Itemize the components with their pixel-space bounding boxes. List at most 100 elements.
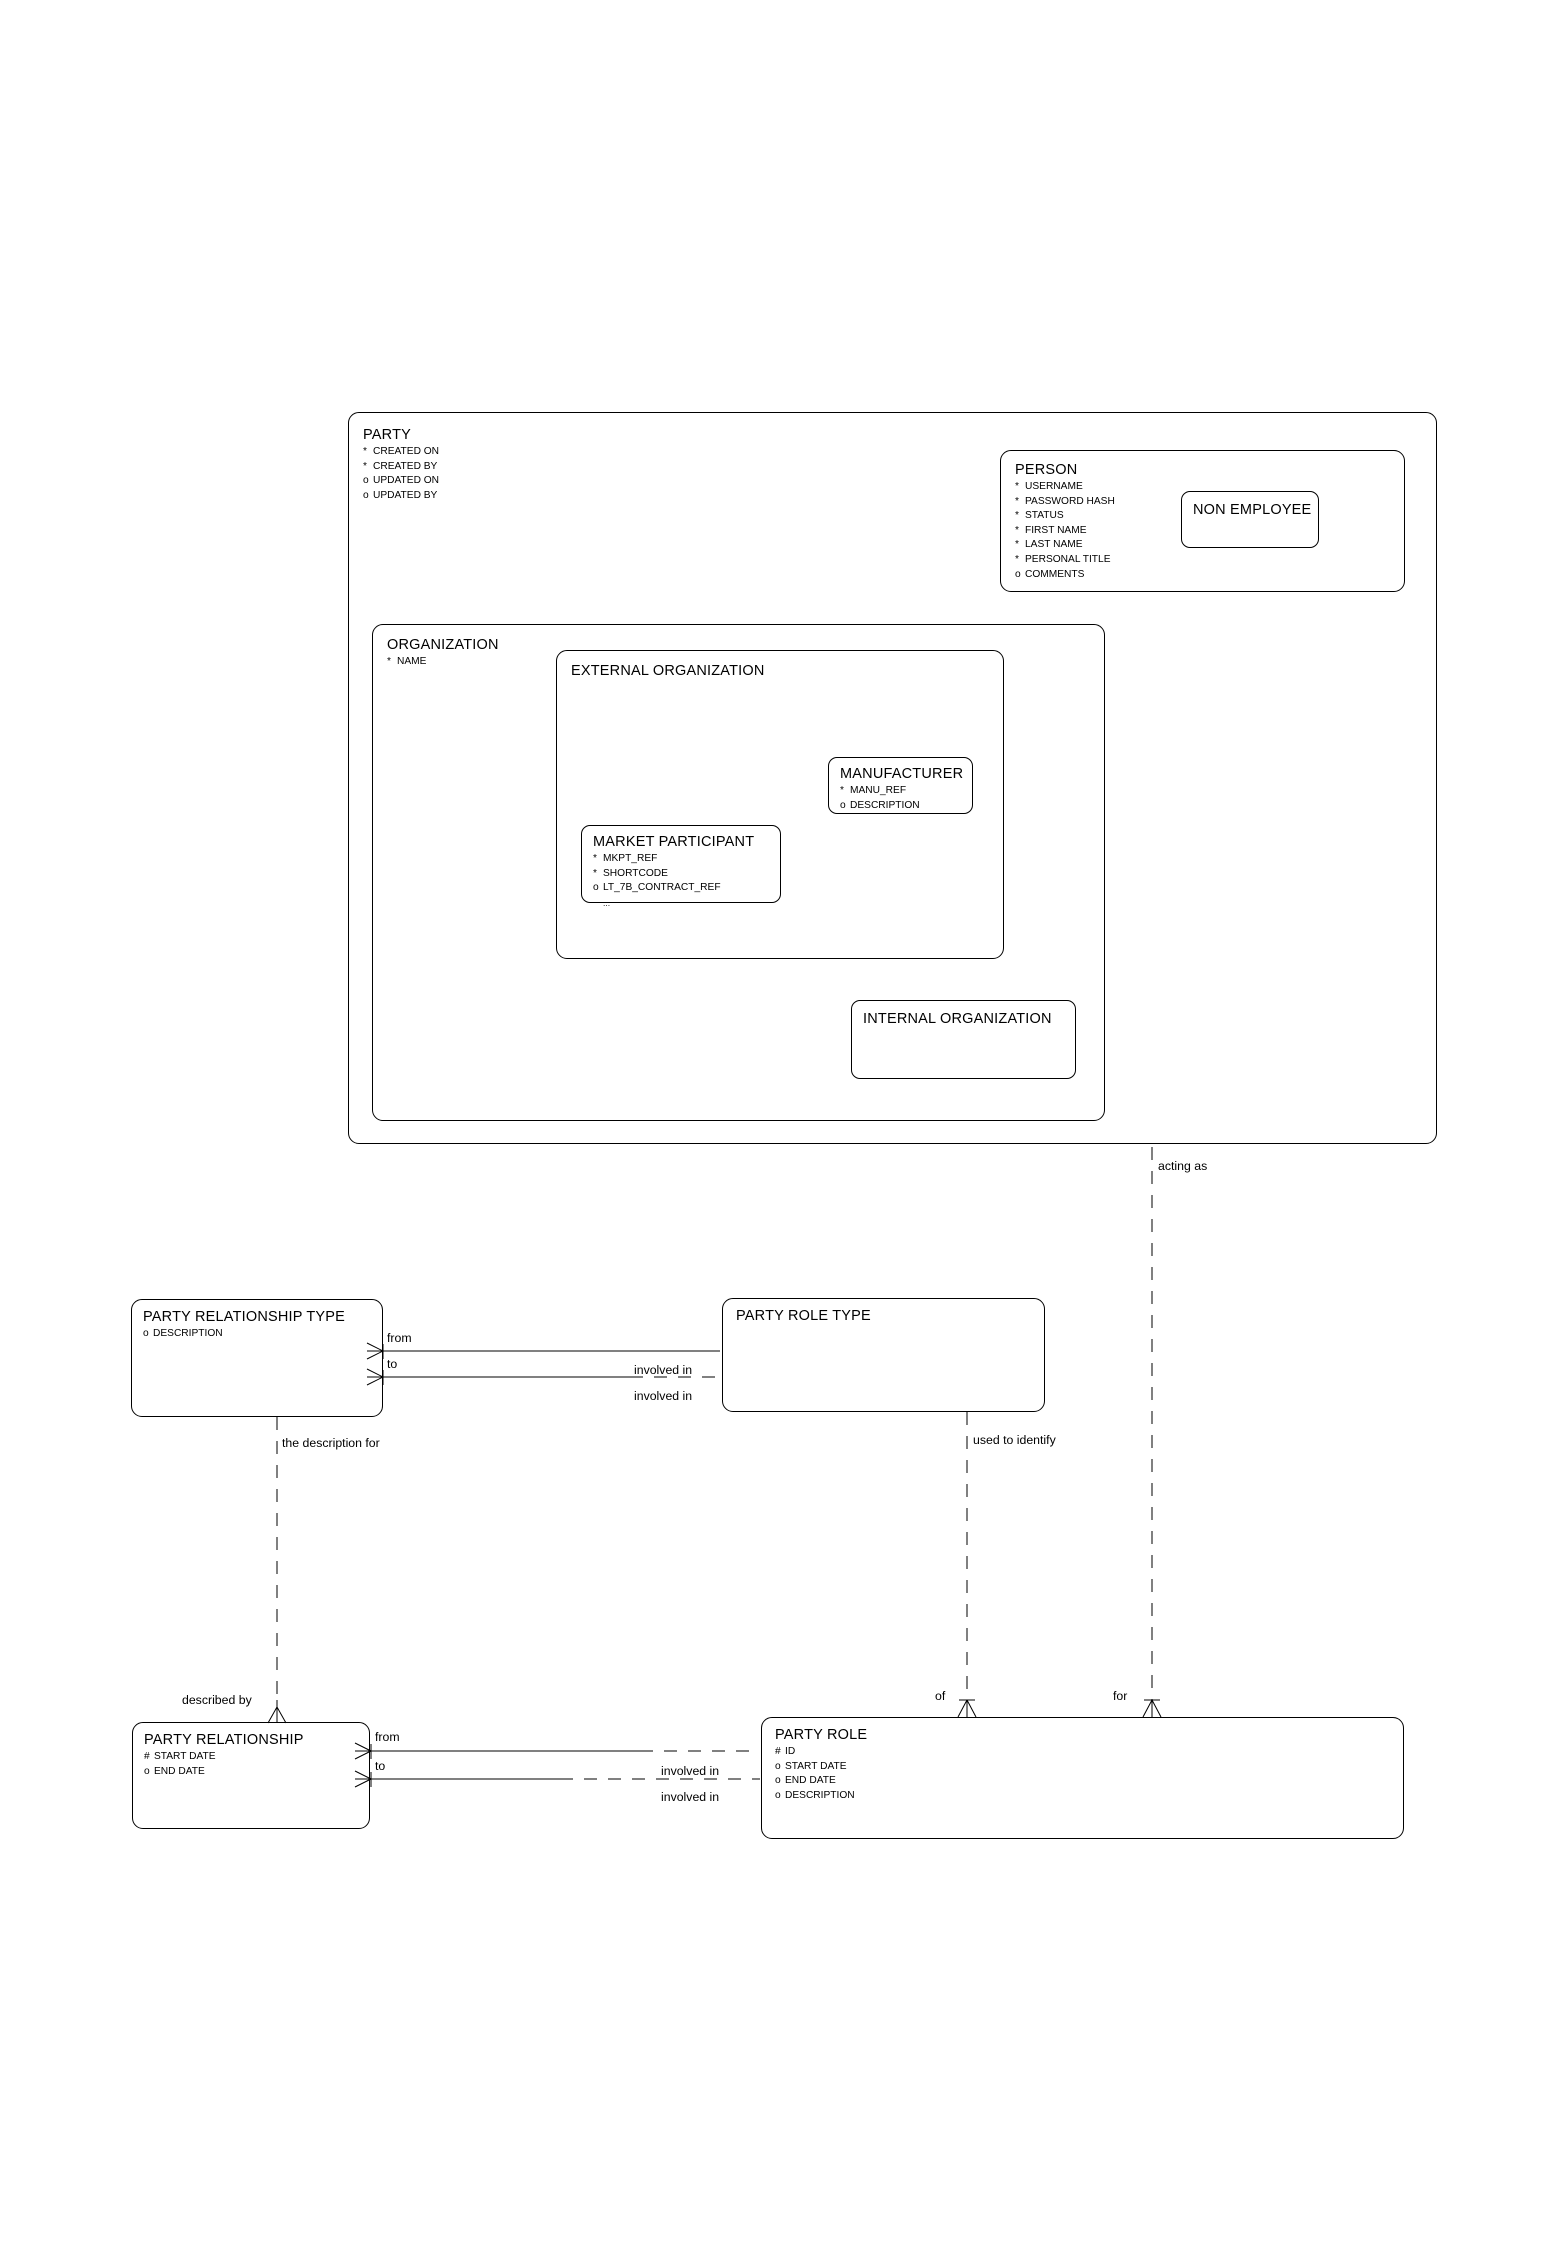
rel-label-prt-from-target: involved in xyxy=(634,1363,693,1377)
attribute-label: DESCRIPTION xyxy=(785,1789,855,1801)
attribute-marker: # xyxy=(144,1751,150,1762)
attribute-label: COMMENTS xyxy=(1025,568,1085,580)
entity-person[interactable]: PERSON *USERNAME *PASSWORD HASH *STATUS … xyxy=(1000,450,1405,592)
rel-label-for: for xyxy=(1113,1689,1128,1703)
entity-organization-attributes: * NAME xyxy=(387,655,426,670)
entity-person-title: PERSON xyxy=(1015,462,1078,478)
attribute-row: o END DATE xyxy=(144,1765,216,1780)
attribute-label: FIRST NAME xyxy=(1025,524,1087,536)
attribute-marker: o xyxy=(143,1328,149,1339)
attribute-marker: * xyxy=(593,867,597,879)
attribute-marker: o xyxy=(775,1775,781,1787)
attribute-marker: o xyxy=(144,1765,150,1777)
attribute-marker: * xyxy=(1015,553,1019,565)
entity-party-relationship-attributes: #START DATE o END DATE xyxy=(144,1750,216,1779)
entity-party-role-type-title: PARTY ROLE TYPE xyxy=(736,1308,871,1324)
attribute-label: END DATE xyxy=(154,1765,205,1777)
rel-label-prel-from: from xyxy=(375,1730,400,1744)
rel-label-prel-from-target: involved in xyxy=(661,1764,720,1778)
attribute-label: CREATED ON xyxy=(373,446,440,457)
attribute-row: o END DATE xyxy=(775,1774,855,1789)
attribute-marker: o xyxy=(1015,568,1021,580)
attribute-row: * MANU_REF xyxy=(840,784,920,799)
attribute-marker: * xyxy=(363,446,367,457)
attribute-marker: * xyxy=(840,785,844,796)
entity-external-organization-title: EXTERNAL ORGANIZATION xyxy=(571,663,765,679)
entity-internal-organization-title: INTERNAL ORGANIZATION xyxy=(863,1011,1052,1027)
attribute-row: o DESCRIPTION xyxy=(143,1327,223,1342)
attribute-label: END DATE xyxy=(785,1775,836,1787)
entity-party-relationship-type[interactable]: PARTY RELATIONSHIP TYPE o DESCRIPTION xyxy=(131,1299,383,1417)
attribute-label: START DATE xyxy=(785,1760,847,1772)
entity-person-attributes: *USERNAME *PASSWORD HASH *STATUS *FIRST … xyxy=(1015,480,1115,582)
attribute-row: *PASSWORD HASH xyxy=(1015,495,1115,510)
crowfoot-of xyxy=(957,1699,977,1718)
attribute-row: o UPDATED BY xyxy=(363,489,439,504)
attribute-label: MKPT_REF xyxy=(603,853,658,864)
entity-party-relationship-type-title: PARTY RELATIONSHIP TYPE xyxy=(143,1309,346,1325)
attribute-label: STATUS xyxy=(1025,510,1064,522)
entity-party-relationship-type-attributes: o DESCRIPTION xyxy=(143,1327,223,1342)
attribute-label: LT_7B_CONTRACT_REF xyxy=(603,882,721,894)
attribute-label: UPDATED ON xyxy=(373,475,440,487)
attribute-marker: * xyxy=(1015,524,1019,536)
rel-label-acting-as: acting as xyxy=(1158,1159,1208,1173)
entity-party-relationship[interactable]: PARTY RELATIONSHIP #START DATE o END DATE xyxy=(132,1722,370,1829)
attribute-row: o COMMENTS xyxy=(1015,568,1115,583)
entity-external-organization[interactable]: EXTERNAL ORGANIZATION xyxy=(556,650,1004,959)
rel-label-prt-from: from xyxy=(387,1331,412,1345)
attribute-label: ID xyxy=(785,1746,796,1757)
entity-manufacturer-title: MANUFACTURER xyxy=(840,766,964,782)
attribute-row: #START DATE xyxy=(144,1750,216,1765)
attribute-label: MANU_REF xyxy=(850,785,907,796)
attribute-row: * LAST NAME xyxy=(1015,538,1115,553)
rel-label-prt-to-target: involved in xyxy=(634,1389,693,1403)
attribute-marker: o xyxy=(775,1760,781,1772)
attribute-marker: * xyxy=(1015,539,1019,551)
attribute-marker: * xyxy=(363,460,367,472)
entity-organization[interactable]: ORGANIZATION *NAME xyxy=(372,624,1105,1121)
attribute-row: *CREATED BY xyxy=(363,460,439,475)
attribute-label: UPDATED BY xyxy=(373,489,438,501)
rel-label-prt-to: to xyxy=(387,1357,398,1371)
attribute-row: * FIRST NAME xyxy=(1015,524,1115,539)
attribute-row: ... xyxy=(593,896,721,911)
attribute-marker: o xyxy=(363,489,369,501)
entity-internal-organization[interactable]: INTERNAL ORGANIZATION xyxy=(851,1000,1076,1079)
attribute-label: USERNAME xyxy=(1025,481,1083,492)
attribute-marker: # xyxy=(775,1746,781,1757)
attribute-row: # ID xyxy=(775,1745,855,1760)
rel-label-prel-to: to xyxy=(375,1759,386,1773)
attribute-row: *MKPT_REF xyxy=(593,852,721,867)
attribute-row: * USERNAME xyxy=(1015,480,1115,495)
entity-non-employee-title: NON EMPLOYEE xyxy=(1193,502,1312,518)
attribute-marker: * xyxy=(1015,481,1019,492)
attribute-label: ... xyxy=(603,897,611,908)
entity-party-role-title: PARTY ROLE xyxy=(775,1727,868,1743)
crowfoot-for xyxy=(1142,1699,1162,1718)
entity-non-employee[interactable]: NON EMPLOYEE xyxy=(1181,491,1319,548)
attribute-label: PASSWORD HASH xyxy=(1025,495,1115,507)
attribute-row: o DESCRIPTION xyxy=(775,1789,855,1804)
attribute-label: DESCRIPTION xyxy=(153,1328,223,1339)
attribute-row: o START DATE xyxy=(775,1760,855,1775)
attribute-marker: * xyxy=(387,656,391,667)
attribute-marker: * xyxy=(1015,510,1019,522)
attribute-marker: o xyxy=(775,1789,781,1801)
entity-market-participant[interactable]: MARKET PARTICIPANT *MKPT_REF *SHORTCODE … xyxy=(581,825,781,908)
attribute-label: LAST NAME xyxy=(1025,539,1083,551)
attribute-label: NAME xyxy=(397,656,427,667)
attribute-row: * NAME xyxy=(387,655,426,670)
rel-label-prel-to-target: involved in xyxy=(661,1790,720,1804)
entity-party-relationship-title: PARTY RELATIONSHIP xyxy=(144,1732,304,1748)
attribute-row: *PERSONAL TITLE xyxy=(1015,553,1115,568)
entity-party-role-type[interactable]: PARTY ROLE TYPE xyxy=(722,1298,1045,1412)
